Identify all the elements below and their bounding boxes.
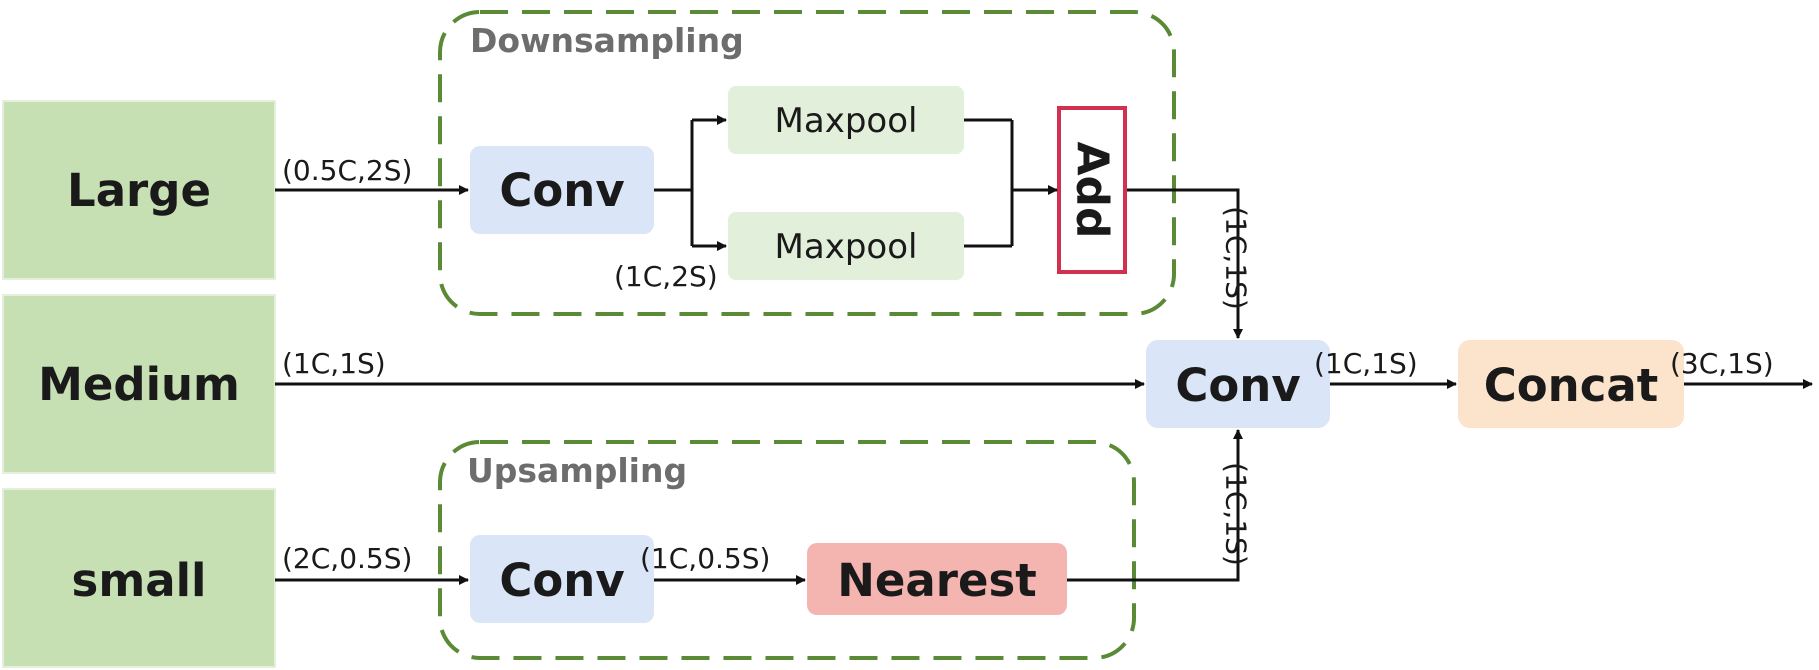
- edge-label-small-in: (2C,0.5S): [282, 542, 412, 575]
- concat-label: Concat: [1484, 359, 1659, 412]
- add-label: Add: [1067, 141, 1118, 238]
- concat-box: [1458, 340, 1684, 428]
- input-small-label: small: [72, 554, 207, 607]
- upsampling-label: Upsampling: [467, 451, 687, 490]
- edge-label-up-conv-out: (1C,0.5S): [640, 542, 770, 575]
- input-medium-box: [2, 294, 276, 474]
- edge-label-fuse-out: (1C,1S): [1314, 347, 1418, 380]
- downsampling-group: [438, 10, 1176, 316]
- add-box: [1057, 106, 1127, 274]
- maxpool-bottom-box: [728, 212, 964, 280]
- maxpool-bottom-label: Maxpool: [775, 227, 918, 267]
- maxpool-top-label: Maxpool: [775, 101, 918, 141]
- arrow-add-to-fuse-conv: [1127, 188, 1243, 339]
- edge-label-concat-out: (3C,1S): [1670, 347, 1774, 380]
- edge-label-nearest-out: (1C,1S): [1220, 462, 1253, 566]
- upsampling-group: [438, 440, 1136, 660]
- edge-label-down-conv-out: (1C,2S): [614, 260, 718, 293]
- downsampling-label: Downsampling: [470, 21, 744, 60]
- up-conv-box: [470, 535, 654, 623]
- input-medium-label: Medium: [38, 358, 240, 411]
- nearest-label: Nearest: [837, 554, 1037, 607]
- down-conv-label: Conv: [499, 164, 624, 217]
- fuse-conv-label: Conv: [1175, 359, 1300, 412]
- up-conv-label: Conv: [499, 554, 624, 607]
- maxpool-top-box: [728, 86, 964, 154]
- down-conv-box: [470, 146, 654, 234]
- edge-label-medium-in: (1C,1S): [282, 347, 386, 380]
- edge-label-large-in: (0.5C,2S): [282, 154, 412, 187]
- fuse-conv-box: [1146, 340, 1330, 428]
- input-small-box: [2, 488, 276, 668]
- arrow-nearest-to-fuse-conv: [1067, 429, 1243, 582]
- nearest-box: [807, 543, 1067, 615]
- edge-label-add-out: (1C,1S): [1220, 206, 1253, 310]
- input-large-label: Large: [67, 164, 211, 217]
